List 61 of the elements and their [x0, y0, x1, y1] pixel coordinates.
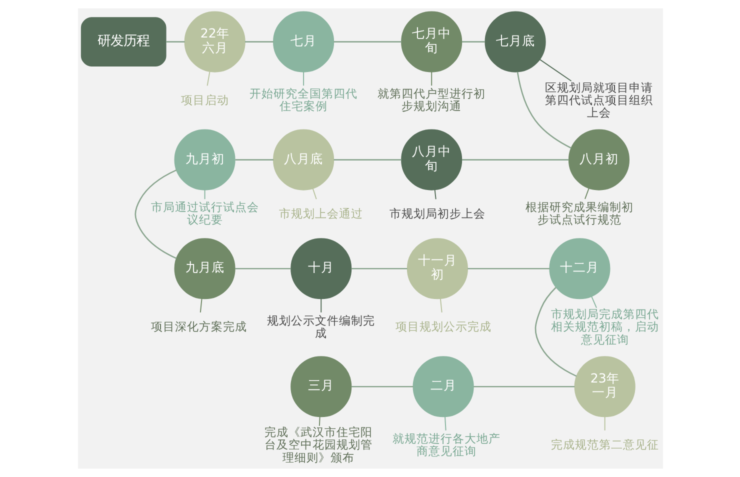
node-circle: 十月	[290, 238, 352, 300]
connector	[462, 41, 484, 42]
node-circle: 七月中旬	[400, 11, 462, 72]
node-circle: 十一月初	[406, 238, 468, 300]
connector	[439, 298, 442, 312]
connector	[206, 72, 210, 86]
connector	[166, 41, 184, 42]
connector	[434, 190, 436, 200]
node-text: 项目启动	[180, 92, 228, 107]
connector	[234, 159, 273, 160]
node-circle: 三月	[290, 356, 352, 418]
connector	[244, 41, 273, 42]
node-circle: 22年六月	[184, 11, 245, 72]
connector	[430, 72, 432, 86]
connector	[604, 416, 605, 430]
node-text: 项目深化方案完成	[150, 320, 246, 334]
connector	[539, 59, 572, 82]
node-circle: 二月	[412, 356, 474, 418]
connector	[462, 159, 568, 160]
node-box: 研发历程	[80, 17, 166, 67]
connector	[584, 188, 589, 200]
node-text: 规划公示文件编制完成	[266, 313, 375, 340]
node-text: 就规范进行各大地产商意见征询	[392, 431, 500, 458]
connector	[467, 268, 550, 270]
node-text: 完成《武汉市住宅阳台及空中花园规划管理细则》颁布	[264, 425, 372, 464]
connector	[590, 296, 596, 308]
node-circle: 八月底	[272, 129, 334, 190]
node-text: 开始研究全国第四代住宅案例	[249, 86, 358, 114]
node-circle: 八月中旬	[400, 129, 462, 190]
connector	[333, 41, 401, 42]
connector	[134, 169, 176, 260]
connector	[333, 159, 401, 160]
connector	[473, 386, 574, 388]
node-circle: 23年一月	[574, 356, 635, 418]
node-text: 市规划上会通过	[278, 206, 363, 220]
connector	[234, 268, 290, 270]
connector	[534, 287, 576, 377]
connector	[199, 298, 202, 312]
node-text: 区规划局就项目申请第四代试点项目组织上会	[544, 80, 652, 120]
node-circle: 七月底	[484, 11, 546, 72]
connector	[204, 190, 205, 200]
node-circle: 七月	[272, 11, 334, 72]
connector	[302, 72, 304, 86]
node-text: 市局通过试行试点会议纪要	[150, 200, 258, 227]
node-circle: 九月初	[174, 129, 235, 190]
node-text: 完成规范第二意见征	[550, 438, 658, 452]
node-circle: 十二月	[548, 238, 610, 300]
node-text: 就第四代户型进行初步规划沟通	[377, 86, 486, 114]
connector	[350, 268, 407, 270]
connector	[444, 416, 446, 430]
node-circle: 九月底	[174, 238, 235, 300]
connector	[318, 416, 320, 426]
node-text: 市规划局完成第四代相关规范初稿，启动意见征询	[550, 307, 658, 346]
connector	[516, 72, 571, 149]
connector	[312, 188, 316, 200]
node-text: 根据研究成果编制初步试点试行规范	[525, 200, 634, 227]
node-text: 市规划局初步上会	[388, 206, 485, 220]
connector	[320, 298, 322, 312]
connector	[350, 386, 413, 388]
node-text: 项目规划公示完成	[394, 320, 491, 334]
node-circle: 八月初	[568, 129, 630, 190]
